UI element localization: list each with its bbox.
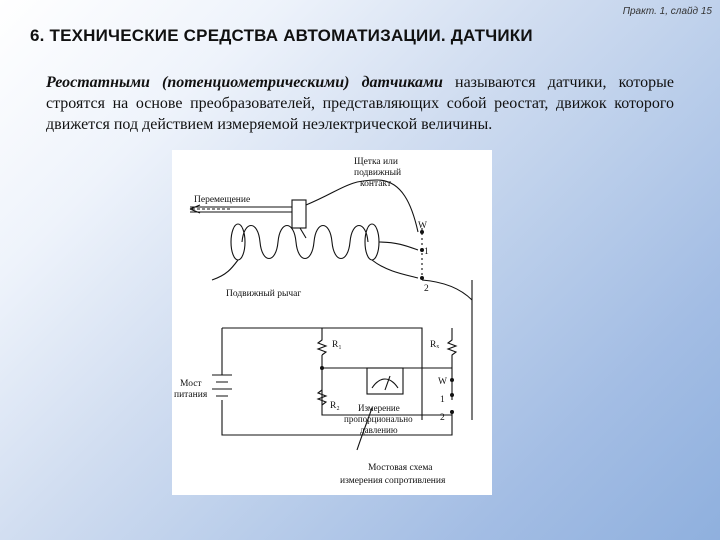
diagram-svg: Щетка или подвижный контакт Перемещение … bbox=[174, 157, 473, 486]
label-bridge-2: питания bbox=[174, 390, 208, 400]
definition-term: Реостатными (потенциометрическими) датчи… bbox=[46, 74, 443, 91]
label-2-top: 2 bbox=[424, 284, 429, 294]
meas-pointer bbox=[356, 407, 373, 451]
terminal-1-bottom bbox=[450, 393, 454, 397]
label-rx: Rₓ bbox=[430, 340, 439, 350]
bridge-bottom-wire bbox=[221, 400, 453, 436]
bridge-top-wire bbox=[222, 327, 423, 420]
meter-needle bbox=[384, 375, 391, 391]
resistor-r2 bbox=[316, 389, 328, 406]
label-brush-3: контакт bbox=[360, 179, 392, 189]
definition-text: называются датчики, которые строятся на … bbox=[46, 74, 675, 133]
label-scheme-1: Мостовая схема bbox=[368, 463, 433, 473]
terminal-2-top bbox=[420, 276, 424, 280]
label-w-bottom: W bbox=[438, 377, 447, 387]
label-scheme-2: измерения сопротивления bbox=[340, 476, 446, 486]
brush-wire bbox=[305, 179, 419, 233]
battery bbox=[212, 374, 232, 397]
label-meas-1: Измерение bbox=[358, 403, 400, 413]
meter-arc bbox=[371, 378, 399, 389]
label-1-bottom: 1 bbox=[440, 395, 445, 405]
coil-lead-1 bbox=[378, 241, 419, 251]
definition-paragraph: Реостатными (потенциометрическими) датчи… bbox=[46, 72, 674, 135]
push-rod bbox=[190, 206, 292, 213]
coil-lead-2 bbox=[371, 259, 419, 279]
label-lever: Подвижный рычаг bbox=[226, 288, 301, 299]
meter-box bbox=[366, 367, 404, 395]
resistor-r1 bbox=[316, 328, 328, 356]
resistor-rx bbox=[446, 328, 458, 360]
label-2-bottom: 2 bbox=[440, 413, 445, 423]
coil bbox=[241, 224, 369, 260]
label-bridge-1: Мост bbox=[180, 379, 202, 389]
label-meas-3: давлению bbox=[360, 425, 398, 435]
move-arrow-head bbox=[189, 204, 201, 214]
brush-block bbox=[291, 199, 307, 229]
terminal-2-bottom bbox=[450, 410, 454, 414]
label-move: Перемещение bbox=[194, 195, 250, 205]
label-1-top: 1 bbox=[424, 247, 429, 257]
rheostat-sensor-diagram: Щетка или подвижный контакт Перемещение … bbox=[172, 150, 492, 495]
label-r1: R₁ bbox=[332, 340, 342, 350]
brush-tip bbox=[299, 227, 307, 239]
terminal-1-top bbox=[420, 248, 424, 252]
label-w-top: W bbox=[418, 221, 427, 231]
terminal-w-bottom bbox=[450, 378, 454, 382]
lever-pointer bbox=[211, 259, 239, 281]
terminal-w-top bbox=[420, 230, 424, 234]
bridge-inner-wire bbox=[321, 355, 452, 416]
slide-reference: Практ. 1, слайд 15 bbox=[622, 6, 712, 17]
label-meas-2: пропорционально bbox=[344, 414, 413, 424]
label-brush-2: подвижный bbox=[354, 167, 401, 178]
coil-end-right bbox=[364, 223, 380, 261]
slide-title: 6. ТЕХНИЧЕСКИЕ СРЕДСТВА АВТОМАТИЗАЦИИ. Д… bbox=[30, 26, 533, 45]
label-brush-1: Щетка или bbox=[354, 157, 398, 167]
bridge-node-left bbox=[320, 366, 324, 370]
label-r2: R₂ bbox=[330, 401, 340, 411]
coil-end-left bbox=[230, 223, 246, 261]
right-wire-link bbox=[421, 279, 473, 301]
